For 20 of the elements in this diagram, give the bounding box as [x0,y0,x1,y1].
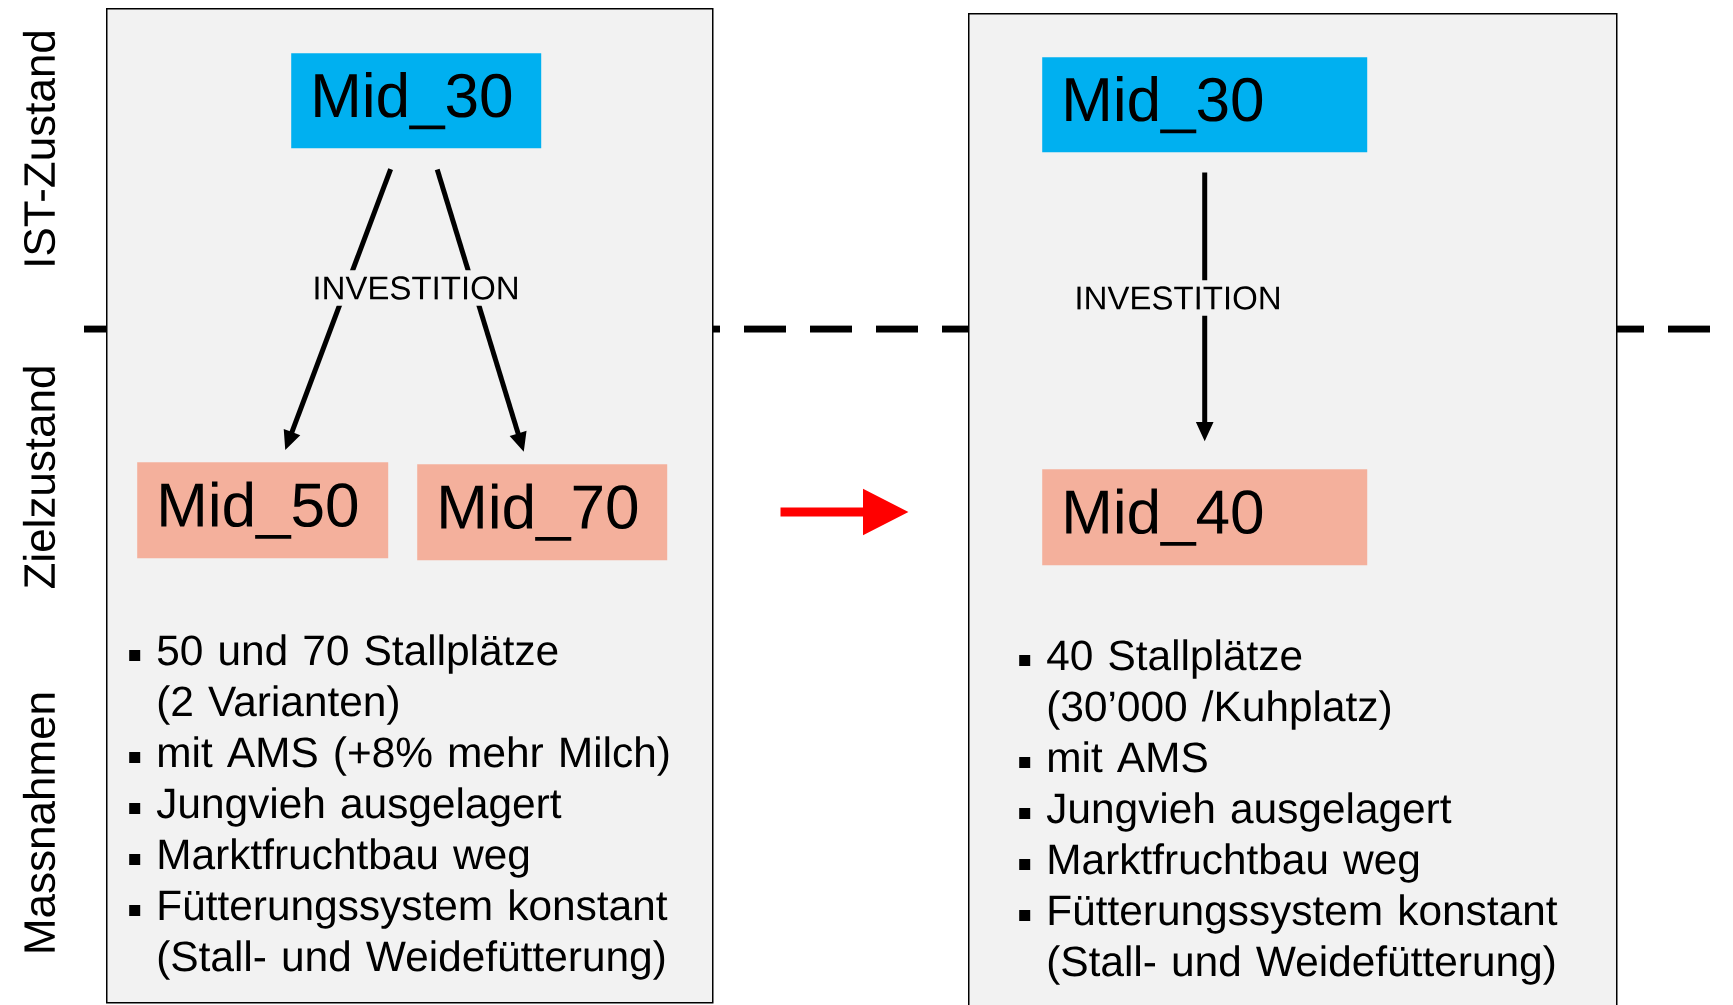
bullet-text: mit AMS (+8% mehr Milch) [129,736,669,776]
side-label: Massnahmen [22,693,56,952]
annotation-text: INVESTITION [1068,280,1288,316]
state-box: Mid_30 [291,53,542,149]
bullet-text: 40 Stallplätze (30’000 /Kuhplatz) [1019,639,1390,730]
bullet-text: Fütterungssystem konstant (Stall- und Weidefütterung) [1019,894,1558,985]
state-box: Mid_70 [417,464,668,561]
bullet-text: Jungvieh ausgelagert [129,787,562,827]
side-label: IST-Zustand [22,32,56,265]
bullet-text: Jungvieh ausgelagert [1019,792,1452,832]
bullet-text: Fütterungssystem konstant (Stall- und Weidefütterung) [129,889,668,980]
bullet-text: Marktfruchtbau weg [129,838,529,878]
bullet-text: mit AMS [1019,741,1207,773]
bullet-text: 50 und 70 Stallplätze (2 Varianten) [129,634,558,725]
bullet-text: Marktfruchtbau weg [1019,843,1419,883]
state-box: Mid_30 [1042,57,1368,153]
side-label: Zielzustand [22,367,56,589]
annotation-text: INVESTITION [306,270,526,306]
state-box: Mid_40 [1042,469,1368,566]
state-box: Mid_50 [137,462,389,559]
